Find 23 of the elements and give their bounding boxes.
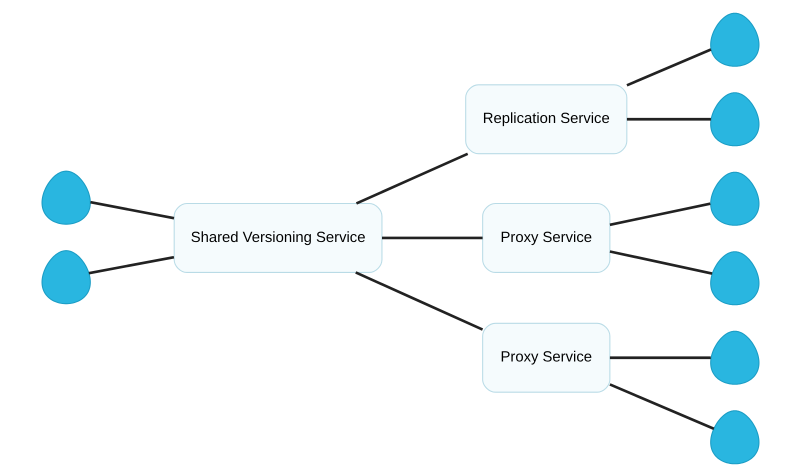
connector xyxy=(355,152,468,204)
node-box: Replication Service xyxy=(464,84,627,154)
connector xyxy=(608,382,714,430)
connector xyxy=(382,236,482,239)
node-person xyxy=(710,250,759,305)
connector xyxy=(609,250,712,274)
node-box: Shared Versioning Service xyxy=(173,202,382,272)
connector xyxy=(609,356,710,359)
node-person xyxy=(710,330,759,384)
node-person xyxy=(710,410,759,464)
node-person xyxy=(41,170,90,224)
node-person xyxy=(710,171,759,226)
node-box: Proxy Service xyxy=(482,322,610,392)
node-person xyxy=(710,92,759,146)
node-box: Proxy Service xyxy=(482,202,610,272)
connector xyxy=(626,117,710,120)
connector xyxy=(609,202,710,226)
connector xyxy=(626,48,711,86)
connector xyxy=(88,255,174,274)
node-person xyxy=(41,250,90,304)
connector xyxy=(354,270,483,330)
connector xyxy=(90,200,174,219)
node-person xyxy=(710,12,759,66)
